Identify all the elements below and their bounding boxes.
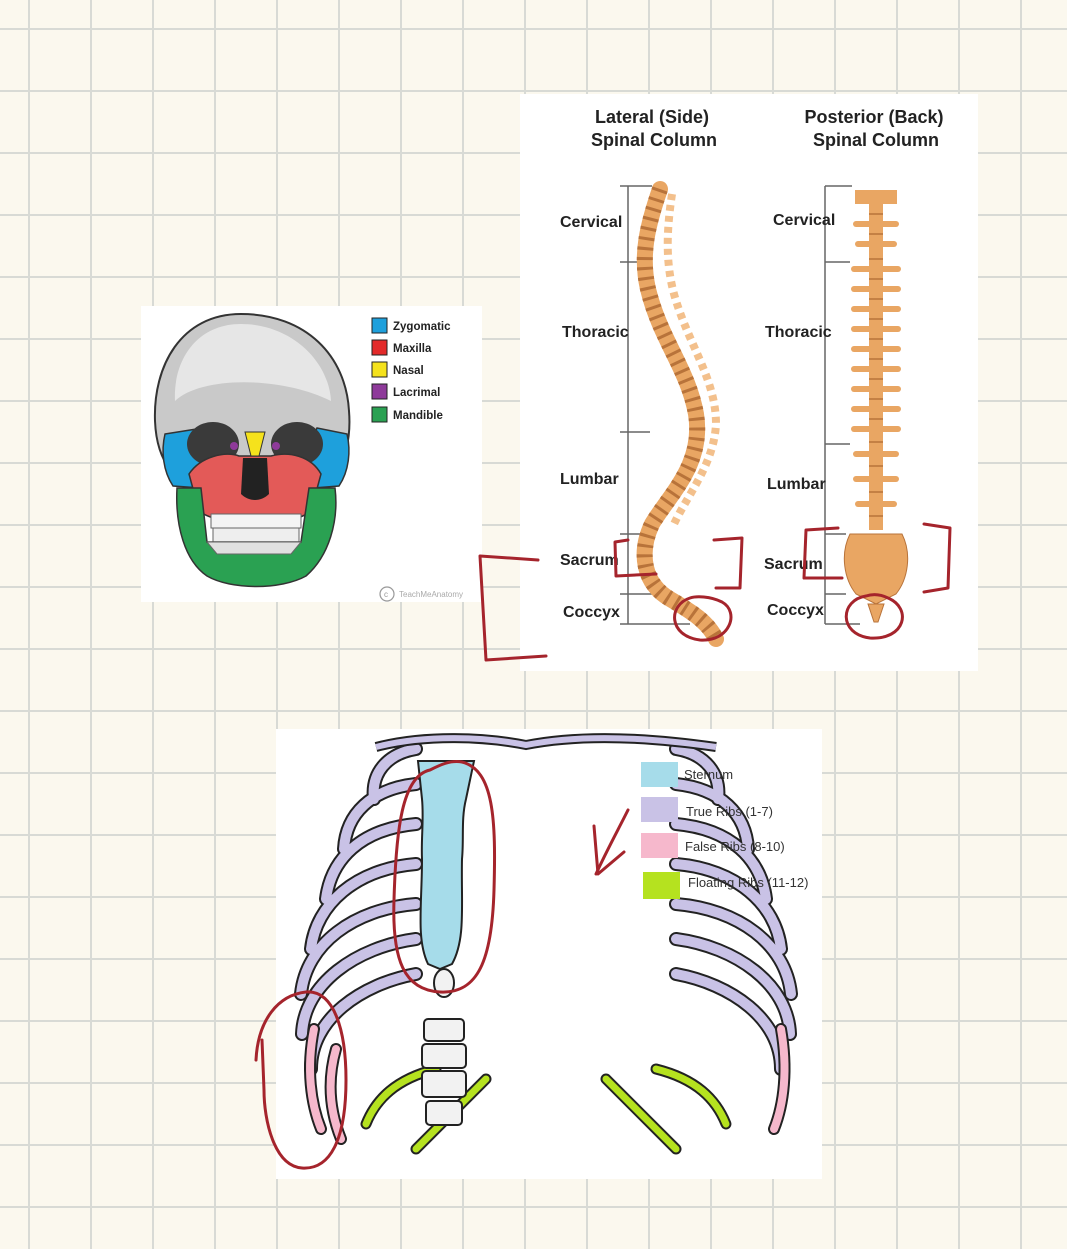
lateral-spine bbox=[636, 181, 724, 647]
sternum-shape bbox=[416, 760, 476, 971]
posterior-label-lumbar: Lumbar bbox=[767, 476, 826, 493]
lateral-title-line2: Spinal Column bbox=[591, 130, 717, 150]
xiphoid-process bbox=[433, 968, 455, 998]
lateral-title-line1: Lateral (Side) bbox=[595, 107, 709, 127]
lacrimal-left bbox=[230, 442, 238, 450]
spine-svg: Lateral (Side) Spinal Column Posterior (… bbox=[560, 107, 944, 647]
credit-mark: c TeachMeAnatomy bbox=[379, 586, 463, 602]
posterior-title-line2: Spinal Column bbox=[813, 130, 939, 150]
lateral-region-brackets bbox=[620, 185, 690, 625]
legend-item-false-ribs: False Ribs (8-10) bbox=[641, 833, 785, 858]
lateral-label-coccyx: Coccyx bbox=[563, 604, 620, 621]
lower-teeth-row bbox=[205, 541, 303, 555]
ink-bracket-sacrum-lateral-right bbox=[712, 536, 744, 590]
svg-text:c: c bbox=[384, 590, 388, 599]
legend-label: Nasal bbox=[393, 365, 424, 377]
ink-bracket-left-large bbox=[478, 554, 548, 662]
legend-item-zygomatic: Zygomatic bbox=[371, 317, 451, 334]
credit-text: TeachMeAnatomy bbox=[399, 590, 463, 599]
cranium-highlight bbox=[174, 324, 331, 401]
ink-bracket-sacrum-posterior-left bbox=[802, 526, 844, 580]
skull-svg: Zygomatic Maxilla Nasal Lacrimal Mandibl… bbox=[153, 312, 463, 602]
legend-item-maxilla: Maxilla bbox=[371, 339, 432, 356]
legend-label: True Ribs (1-7) bbox=[686, 804, 773, 819]
legend-item-mandible: Mandible bbox=[371, 406, 443, 423]
posterior-label-thoracic: Thoracic bbox=[765, 324, 832, 341]
lumbar-vertebrae bbox=[421, 1018, 467, 1126]
mandible-shape bbox=[176, 487, 337, 588]
legend-label: Sternum bbox=[684, 767, 733, 782]
posterior-spine bbox=[843, 190, 909, 623]
skull-diagram-card: Zygomatic Maxilla Nasal Lacrimal Mandibl… bbox=[141, 306, 482, 602]
legend-item-nasal: Nasal bbox=[371, 361, 424, 378]
legend-item-true-ribs: True Ribs (1-7) bbox=[641, 797, 773, 822]
posterior-label-coccyx: Coccyx bbox=[767, 602, 824, 619]
lateral-label-lumbar: Lumbar bbox=[560, 471, 619, 488]
ink-circle-sternum bbox=[392, 760, 497, 994]
posterior-label-sacrum: Sacrum bbox=[764, 556, 823, 573]
ink-arrowhead-true-ribs bbox=[592, 824, 626, 876]
legend-label: False Ribs (8-10) bbox=[685, 839, 785, 854]
posterior-label-cervical: Cervical bbox=[773, 212, 835, 229]
spine-diagram-card: Lateral (Side) Spinal Column Posterior (… bbox=[520, 94, 978, 671]
legend-label: Lacrimal bbox=[393, 387, 440, 399]
ink-bracket-sacrum-lateral-left bbox=[613, 538, 658, 578]
copyright-icon bbox=[379, 586, 395, 602]
ink-arrow-true-ribs bbox=[594, 808, 630, 876]
posterior-sacrum bbox=[843, 533, 909, 605]
posterior-coccyx bbox=[867, 603, 885, 623]
lateral-label-sacrum: Sacrum bbox=[560, 552, 619, 569]
lateral-label-thoracic: Thoracic bbox=[562, 324, 629, 341]
ink-circle-coccyx-posterior bbox=[844, 593, 904, 640]
legend-label: Mandible bbox=[393, 410, 443, 422]
legend-label: Maxilla bbox=[393, 343, 432, 355]
lacrimal-right bbox=[272, 442, 280, 450]
lateral-label-cervical: Cervical bbox=[560, 214, 622, 231]
ribs-legend: Sternum True Ribs (1-7) False Ribs (8-10… bbox=[641, 762, 808, 899]
nasal-cavity bbox=[241, 458, 269, 500]
ink-circle-false-ribs bbox=[254, 990, 348, 1170]
legend-item-sternum: Sternum bbox=[641, 762, 733, 787]
ribcage-diagram-card: Sternum True Ribs (1-7) False Ribs (8-10… bbox=[276, 729, 822, 1179]
legend-label: Floating Ribs (11-12) bbox=[688, 875, 808, 890]
legend-item-lacrimal: Lacrimal bbox=[371, 383, 440, 400]
ink-circle-coccyx-lateral bbox=[673, 595, 733, 642]
skull-legend: Zygomatic Maxilla Nasal Lacrimal Mandibl… bbox=[371, 317, 451, 423]
posterior-title-line1: Posterior (Back) bbox=[804, 107, 943, 127]
ink-bracket-sacrum-posterior-right bbox=[922, 522, 952, 594]
nasal-shape bbox=[244, 431, 266, 457]
legend-label: Zygomatic bbox=[393, 321, 451, 333]
posterior-region-brackets bbox=[824, 185, 860, 625]
legend-item-floating-ribs: Floating Ribs (11-12) bbox=[643, 872, 808, 899]
